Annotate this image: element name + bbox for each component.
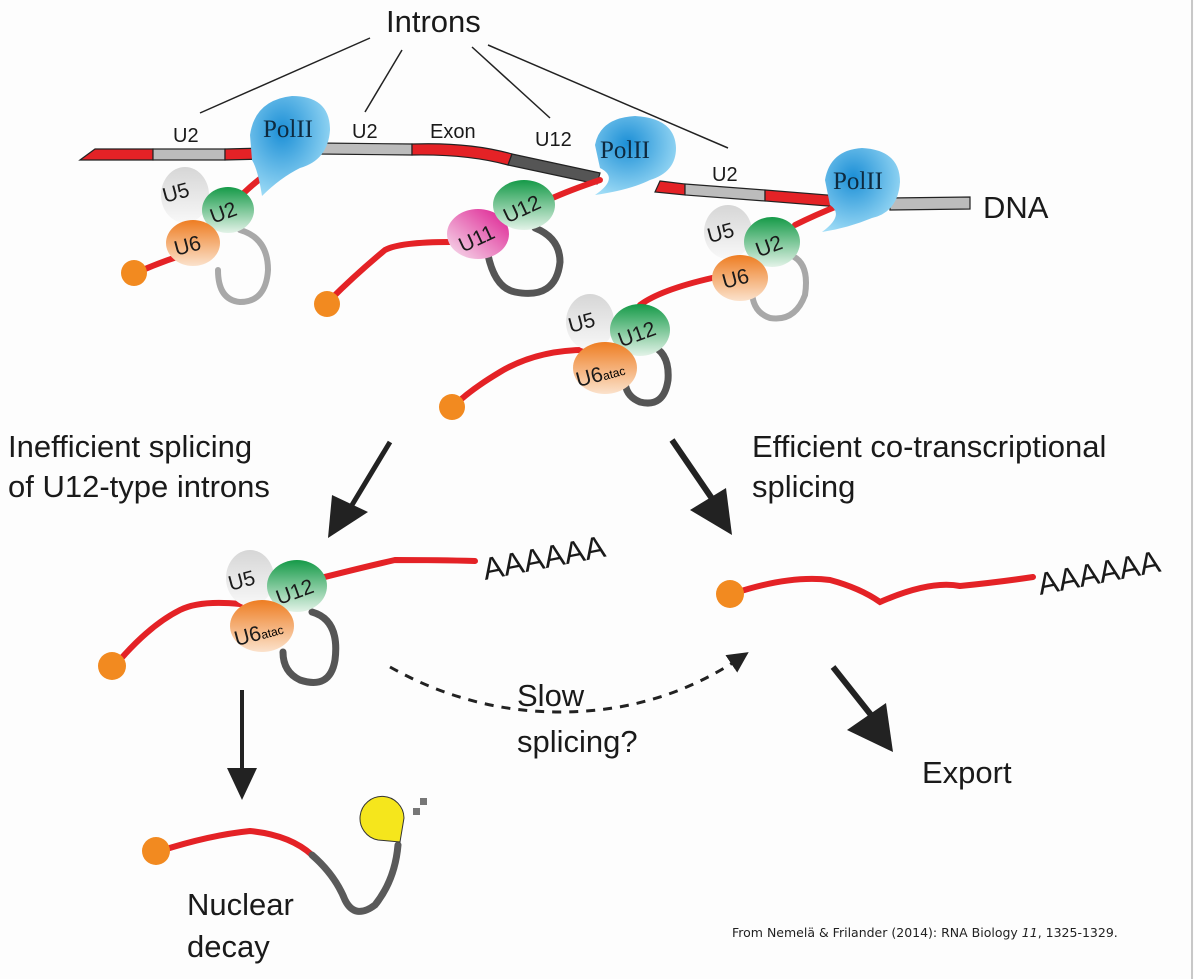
inefficient-heading-line2: of U12-type introns [8, 469, 270, 504]
u2-intron-segment [889, 196, 971, 211]
arrow-decay [227, 690, 257, 800]
arrow-slow-splicing [389, 652, 749, 714]
exon-segment [411, 143, 513, 166]
slow-splicing-line2: splicing? [517, 724, 638, 759]
polii-label: PolII [263, 116, 313, 143]
polii-complex [250, 96, 900, 232]
spliceosome-u12-minor [447, 180, 555, 259]
spliceosome-u12-major [566, 294, 670, 394]
polya-tail-label: AAAAAA [1035, 544, 1164, 602]
exon-segment [654, 180, 686, 196]
nuclear-decay-line1: Nuclear [187, 887, 294, 922]
intron-type-label: U2 [173, 125, 199, 147]
exon-label: Exon [430, 121, 476, 143]
degraded-fragments [413, 798, 427, 815]
export-label: Export [922, 755, 1012, 790]
slow-splicing-line1: Slow [517, 678, 585, 713]
polya-tail-label: AAAAAA [480, 529, 609, 587]
polii-label: PolII [833, 168, 883, 195]
dna-label: DNA [983, 190, 1049, 225]
mrna-cap [314, 291, 340, 317]
intron-type-label: U12 [535, 129, 572, 151]
arrow-efficient [669, 438, 732, 535]
exon-segment [78, 148, 154, 161]
mrna-cap [439, 394, 465, 420]
polii-label: PolII [600, 137, 650, 164]
exonuclease-icon [359, 795, 405, 843]
spliced-mrna [732, 574, 1036, 606]
nascent-rna-3 [452, 202, 843, 408]
spliceosome-u2-3 [704, 205, 800, 301]
nuclear-decay-line2: decay [187, 929, 270, 964]
mrna-cap [142, 837, 170, 865]
u2-intron-segment [317, 142, 413, 156]
efficient-heading-line2: splicing [752, 469, 855, 504]
u2-intron-segment [152, 148, 226, 161]
unspliced-rna [115, 556, 478, 686]
citation: From Nemelä & Frilander (2014): RNA Biol… [732, 925, 1118, 940]
intron-type-label: U2 [352, 121, 378, 143]
mrna-cap [98, 652, 126, 680]
mrna-cap [121, 260, 147, 286]
decaying-rna [157, 827, 402, 915]
mrna-cap [716, 580, 744, 608]
spliceosome-u2-1 [161, 167, 254, 266]
intron-type-label: U2 [712, 164, 738, 186]
efficient-heading-line1: Efficient co-transcriptional [752, 429, 1106, 464]
arrow-inefficient [328, 440, 393, 538]
intron-pointer-lines [199, 37, 729, 149]
inefficient-heading-line1: Inefficient splicing [8, 429, 252, 464]
introns-label: Introns [386, 4, 481, 39]
arrow-export [830, 665, 893, 752]
u12-intron-segment [507, 153, 601, 185]
spliceosome-u12-stalled [226, 550, 327, 652]
u2-intron-segment [684, 183, 766, 202]
